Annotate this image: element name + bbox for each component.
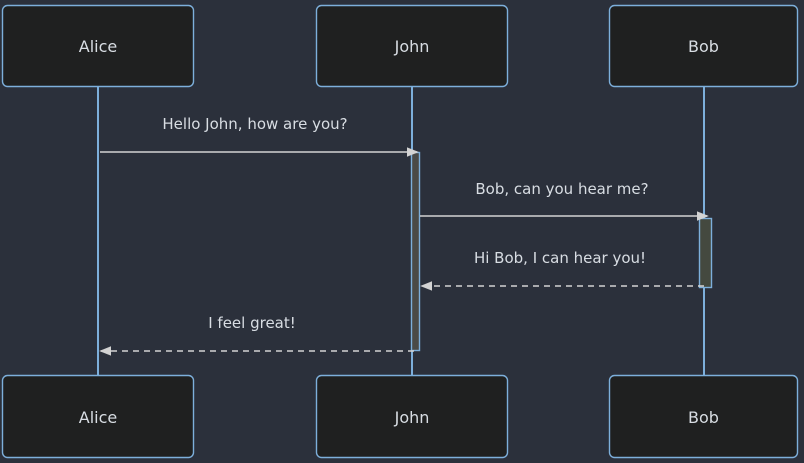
actor-box-alice-top[interactable] xyxy=(1,4,195,88)
actor-boxes-bottom xyxy=(1,374,799,459)
activations-group xyxy=(410,151,713,352)
actor-box-bob-bottom[interactable] xyxy=(608,374,799,459)
activation-bar-bob[interactable] xyxy=(698,217,713,289)
actor-box-john-top[interactable] xyxy=(315,4,509,88)
lifelines-group xyxy=(97,87,705,375)
messages-group xyxy=(100,152,707,351)
actor-box-john-bottom[interactable] xyxy=(315,374,509,459)
activation-bar-john[interactable] xyxy=(410,151,421,352)
actor-boxes-top xyxy=(1,4,799,88)
actor-box-bob-top[interactable] xyxy=(608,4,799,88)
actor-box-alice-bottom[interactable] xyxy=(1,374,195,459)
